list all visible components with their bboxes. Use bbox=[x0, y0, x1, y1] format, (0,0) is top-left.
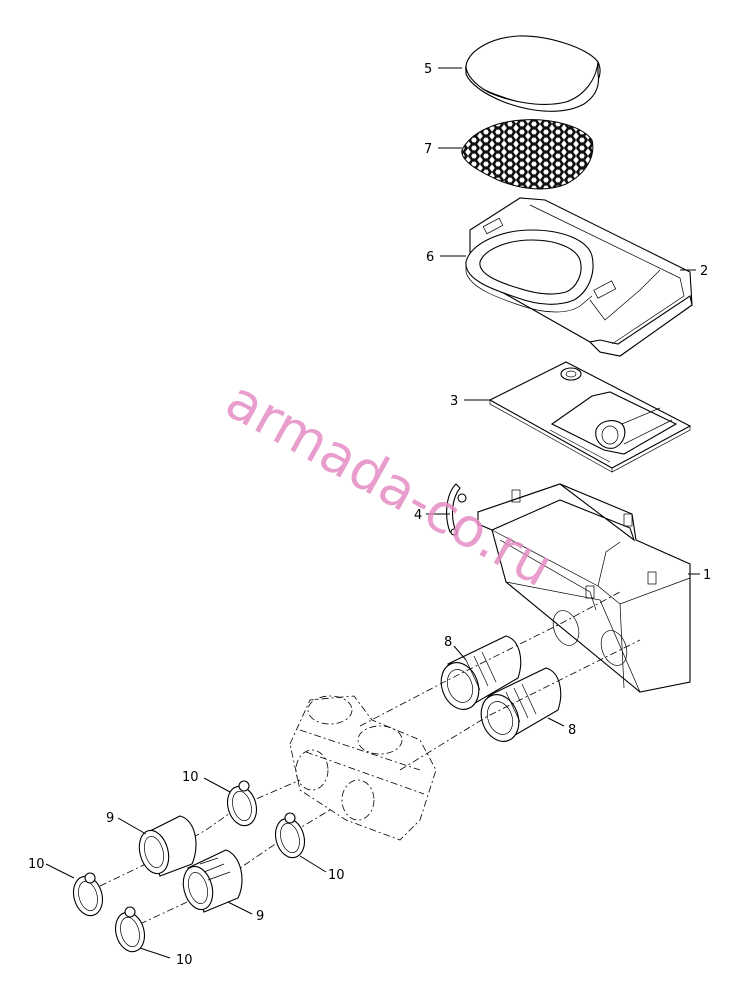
part-9-sleeve-upper bbox=[138, 815, 197, 877]
callout-10a: 10 bbox=[182, 770, 199, 785]
callout-8a: 8 bbox=[444, 635, 452, 650]
callout-6: 6 bbox=[426, 250, 434, 265]
part-6-gasket bbox=[465, 229, 594, 313]
callout-7: 7 bbox=[424, 142, 432, 157]
callout-3: 3 bbox=[450, 394, 458, 409]
part-5-filter-pad bbox=[465, 35, 601, 112]
callout-labels: 5 7 6 2 3 4 1 8 8 10 9 10 10 9 10 bbox=[28, 62, 711, 968]
callout-5: 5 bbox=[424, 62, 432, 77]
callout-2: 2 bbox=[700, 264, 708, 279]
callout-10c: 10 bbox=[28, 857, 45, 872]
callout-4: 4 bbox=[414, 508, 422, 523]
callout-9a: 9 bbox=[106, 811, 114, 826]
callout-8b: 8 bbox=[568, 723, 576, 738]
part-9-sleeve-lower bbox=[182, 849, 243, 913]
part-3-base-plate bbox=[488, 361, 692, 473]
callout-10b: 10 bbox=[328, 868, 345, 883]
leader-lines bbox=[45, 67, 700, 959]
part-1-airbox-housing bbox=[477, 483, 691, 693]
part-8-intake-boot-upper bbox=[440, 635, 522, 710]
callout-9b: 9 bbox=[256, 909, 264, 924]
alignment-lines bbox=[99, 591, 641, 925]
part-4-clip bbox=[446, 483, 467, 536]
part-10-hose-clamp-d bbox=[114, 906, 146, 953]
callout-10d: 10 bbox=[176, 953, 193, 968]
part-8-intake-boot-lower bbox=[480, 667, 562, 742]
part-10-hose-clamp-b bbox=[274, 812, 306, 859]
part-10-hose-clamp-a bbox=[226, 780, 258, 827]
callout-1: 1 bbox=[703, 568, 711, 583]
part-7-mesh-screen bbox=[461, 119, 594, 190]
carburetor-assembly bbox=[289, 695, 437, 841]
part-10-hose-clamp-c bbox=[72, 872, 104, 917]
